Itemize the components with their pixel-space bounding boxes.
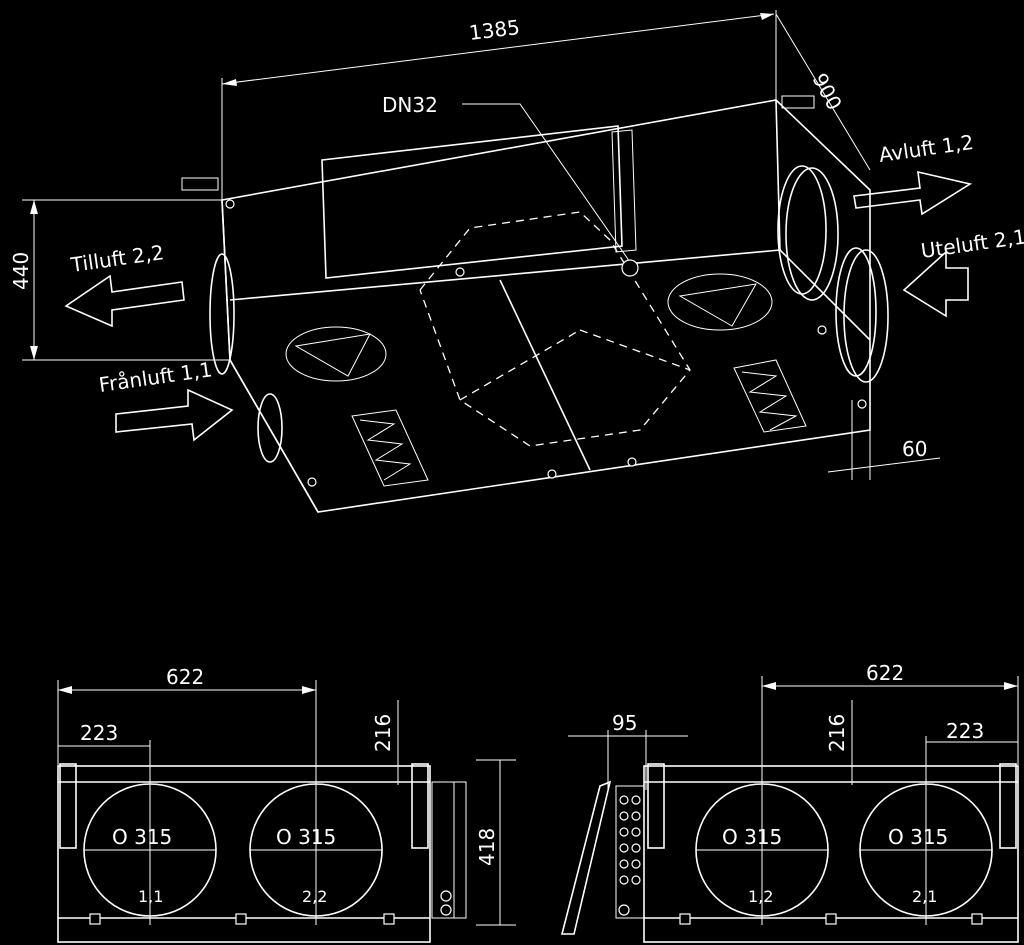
avluft-arrow xyxy=(853,170,973,216)
dim-front-width-right: 622 xyxy=(866,661,904,685)
dim-front-width-left: 622 xyxy=(166,665,204,689)
front-view-right: 622 223 216 95 O 315 O 315 1,2 2,1 xyxy=(560,661,1019,943)
dim-front-vertical-left: 216 xyxy=(371,714,395,752)
dim-front-offset-right: 223 xyxy=(946,719,984,743)
franluft-arrow xyxy=(115,388,234,442)
duct-label-2-2: 2,2 xyxy=(302,887,327,906)
dim-length: 1385 xyxy=(468,15,521,45)
duct-label-2-1: 2,1 xyxy=(912,887,937,906)
dim-front-height: 418 xyxy=(475,828,499,866)
dim-side-offset: 95 xyxy=(612,711,637,735)
dim-offset: 60 xyxy=(902,437,927,461)
avluft-label: Avluft 1,2 xyxy=(877,130,975,167)
dim-front-vertical-right: 216 xyxy=(825,714,849,752)
duct-label-1-2: 1,2 xyxy=(748,887,773,906)
dim-front-offset-left: 223 xyxy=(80,721,118,745)
uteluft-label: Uteluft 2,1 xyxy=(919,224,1024,262)
front-view-left: 622 223 216 O 315 O 315 1,1 2,2 418 xyxy=(57,665,516,943)
tilluft-label: Tilluft 2,2 xyxy=(68,240,165,277)
duct-diameter-2: O 315 xyxy=(276,825,336,849)
tilluft-arrow xyxy=(64,274,185,328)
duct-label-1-1: 1,1 xyxy=(138,887,163,906)
duct-diameter-4: O 315 xyxy=(888,825,948,849)
uteluft-arrow xyxy=(902,250,969,318)
duct-diameter-1: O 315 xyxy=(112,825,172,849)
franluft-label: Frånluft 1,1 xyxy=(97,357,213,397)
duct-diameter-3: O 315 xyxy=(722,825,782,849)
isometric-view: 1385 900 440 DN32 xyxy=(9,10,1024,513)
dim-height: 440 xyxy=(9,252,33,290)
pipe-label: DN32 xyxy=(382,93,438,117)
